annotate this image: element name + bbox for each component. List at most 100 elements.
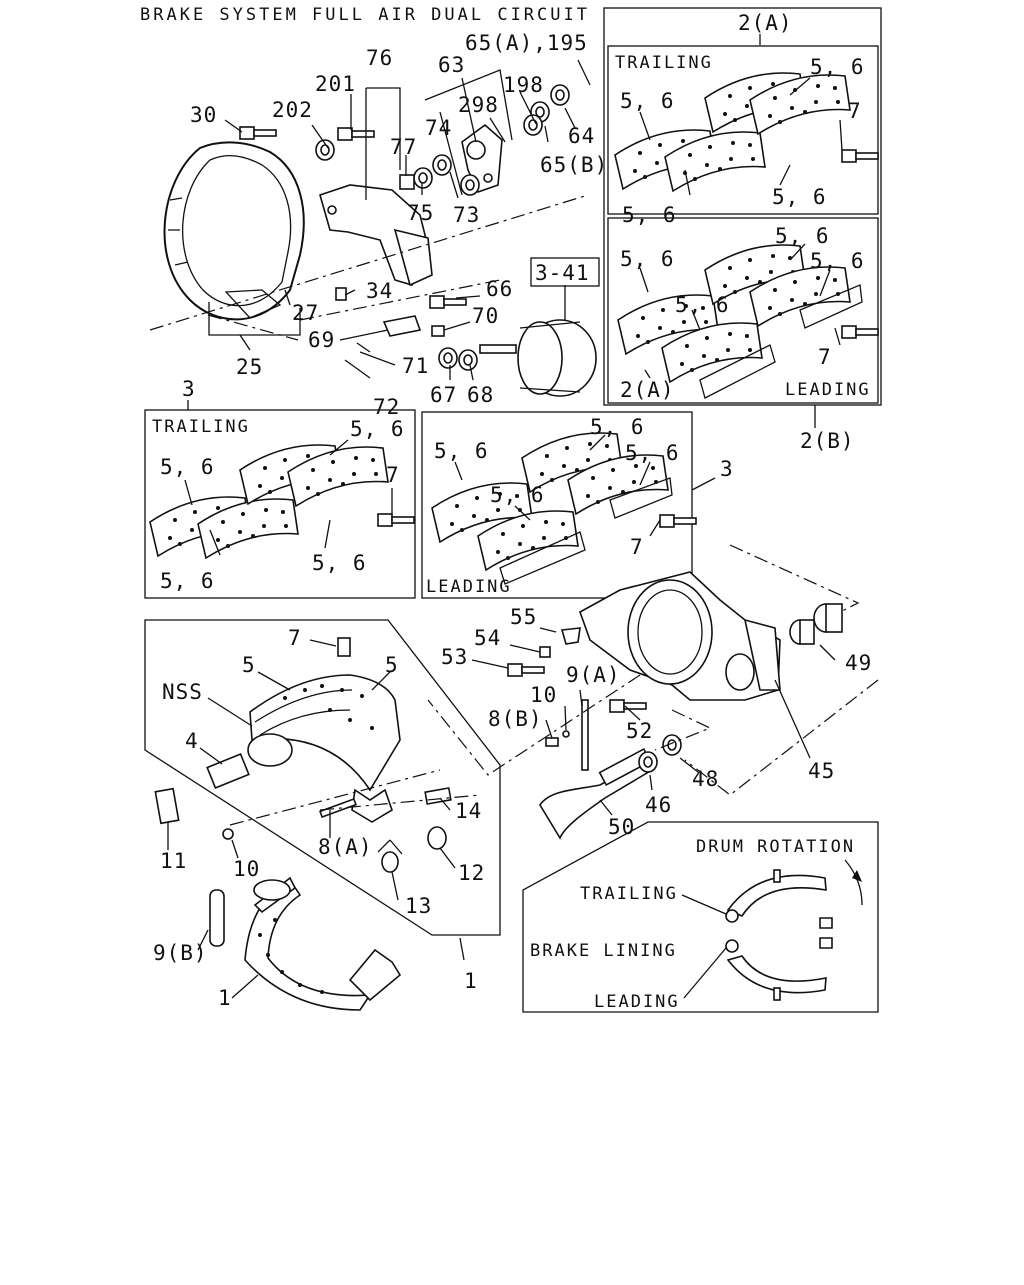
callout-75: 75 xyxy=(407,201,434,225)
lining-label-3l-4: 5, 6 xyxy=(312,551,367,575)
leading-label-2b: LEADING xyxy=(785,380,871,400)
callout-5-right: 5 xyxy=(385,653,399,677)
callout-3-right: 3 xyxy=(720,457,734,481)
callout-1-right: 1 xyxy=(464,969,478,993)
callout-48: 48 xyxy=(692,767,719,791)
callout-10-upper: 10 xyxy=(530,683,557,707)
callout-2a-bottom: 2(A) xyxy=(620,378,675,402)
leaders-spider xyxy=(471,627,836,816)
callout-74: 74 xyxy=(425,116,452,140)
callout-8b: 8(B) xyxy=(488,707,543,731)
callout-9b: 9(B) xyxy=(153,941,208,965)
rotation-arrow-icon xyxy=(852,870,862,882)
callout-3-41: 3-41 xyxy=(535,261,590,285)
callout-76: 76 xyxy=(366,46,393,70)
shoe-assembly-outline xyxy=(144,619,501,936)
trailing-label-2a: TRAILING xyxy=(615,53,713,73)
callout-8a: 8(A) xyxy=(318,835,373,859)
callout-2b: 2(B) xyxy=(800,429,855,453)
panel-2b-leading: 5, 6 5, 6 5, 6 5, 6 7 LEADING 2(A) xyxy=(607,217,879,404)
callout-65b: 65(B) xyxy=(540,153,608,177)
callout-3-left: 3 xyxy=(182,377,196,401)
callout-77: 77 xyxy=(390,135,417,159)
callout-12: 12 xyxy=(458,861,485,885)
drum-rotation-legend: DRUM ROTATION TRAILING BRAKE LINING LEAD… xyxy=(522,821,879,1013)
air-chamber xyxy=(479,319,597,397)
callout-49: 49 xyxy=(845,651,872,675)
callout-55: 55 xyxy=(510,605,537,629)
lining-label-3r-4: 5, 6 xyxy=(625,441,680,465)
shoe-hardware xyxy=(154,637,452,947)
callout-52: 52 xyxy=(626,719,653,743)
callout-13: 13 xyxy=(405,894,432,918)
lining-label-3r-1: 5, 6 xyxy=(434,439,489,463)
leaders-top xyxy=(208,59,591,381)
lining-label-3r-2: 5, 6 xyxy=(490,483,545,507)
leading-label-3r: LEADING xyxy=(426,577,512,597)
panel-3-left-trailing: TRAILING 5, 6 5, 6 5, 6 5, 6 7 xyxy=(144,409,416,599)
callout-10-lower: 10 xyxy=(233,857,260,881)
callout-53: 53 xyxy=(441,645,468,669)
callout-73: 73 xyxy=(453,203,480,227)
bolt-label-2b: 7 xyxy=(818,345,832,369)
callout-202: 202 xyxy=(272,98,313,122)
legend-brake-lining: BRAKE LINING xyxy=(530,941,677,961)
lining-label-2b-2: 5, 6 xyxy=(675,293,730,317)
legend-leading: LEADING xyxy=(594,992,680,1012)
callout-54: 54 xyxy=(474,626,501,650)
bolt-label-3l: 7 xyxy=(386,463,400,487)
panel-2-outer xyxy=(603,7,882,406)
callout-30: 30 xyxy=(190,103,217,127)
lining-label-2b-4: 5, 6 xyxy=(810,249,865,273)
backing-plate-group xyxy=(163,141,305,321)
lining-label-3l-1: 5, 6 xyxy=(160,455,215,479)
callout-70: 70 xyxy=(472,304,499,328)
callout-69: 69 xyxy=(308,328,335,352)
callout-68: 68 xyxy=(467,383,494,407)
lining-label-3r-3: 5, 6 xyxy=(590,415,645,439)
bolt-label-2a: 7 xyxy=(848,99,862,123)
lining-label-2b-1: 5, 6 xyxy=(620,247,675,271)
callout-27: 27 xyxy=(292,301,319,325)
callout-298: 298 xyxy=(458,93,499,117)
lining-label-2a-4: 5, 6 xyxy=(772,185,827,209)
lining-label-2a-3: 5, 6 xyxy=(622,203,677,227)
callout-5-left: 5 xyxy=(242,653,256,677)
callout-2a-top: 2(A) xyxy=(738,11,793,35)
diagram-title: BRAKE SYSTEM FULL AIR DUAL CIRCUIT xyxy=(140,5,590,25)
callout-7-lower: 7 xyxy=(288,626,302,650)
lining-label-3l-3: 5, 6 xyxy=(160,569,215,593)
callout-64: 64 xyxy=(568,124,595,148)
callout-66: 66 xyxy=(486,277,513,301)
callout-63: 63 xyxy=(438,53,465,77)
callout-50: 50 xyxy=(608,815,635,839)
callout-72: 72 xyxy=(373,395,400,419)
callout-34: 34 xyxy=(366,279,393,303)
callout-9a: 9(A) xyxy=(566,663,621,687)
bolt-label-3r: 7 xyxy=(630,535,644,559)
spider-housing xyxy=(579,571,781,701)
callout-67: 67 xyxy=(430,383,457,407)
brake-shoe-upper xyxy=(247,674,401,823)
callout-198: 198 xyxy=(503,73,544,97)
callout-25: 25 xyxy=(236,355,263,379)
lining-label-3l-2: 5, 6 xyxy=(350,417,405,441)
callout-65a-195: 65(A),195 xyxy=(465,31,588,55)
callout-14: 14 xyxy=(455,799,482,823)
legend-trailing: TRAILING xyxy=(580,884,678,904)
callout-71: 71 xyxy=(402,354,429,378)
callout-45: 45 xyxy=(808,759,835,783)
lining-label-2a-2: 5, 6 xyxy=(810,55,865,79)
legend-drum-rotation: DRUM ROTATION xyxy=(696,837,855,857)
lining-label-2a-1: 5, 6 xyxy=(620,89,675,113)
callout-11: 11 xyxy=(160,849,187,873)
lining-label-2b-3: 5, 6 xyxy=(775,224,830,248)
callout-4: 4 xyxy=(185,729,199,753)
panel-2a-trailing: TRAILING 5, 6 5, 6 5, 6 5, 6 7 xyxy=(607,45,879,227)
callout-201: 201 xyxy=(315,72,356,96)
callout-nss: NSS xyxy=(162,680,203,704)
bushings-49 xyxy=(789,603,843,645)
callout-46: 46 xyxy=(645,793,672,817)
trailing-label-3: TRAILING xyxy=(152,417,250,437)
